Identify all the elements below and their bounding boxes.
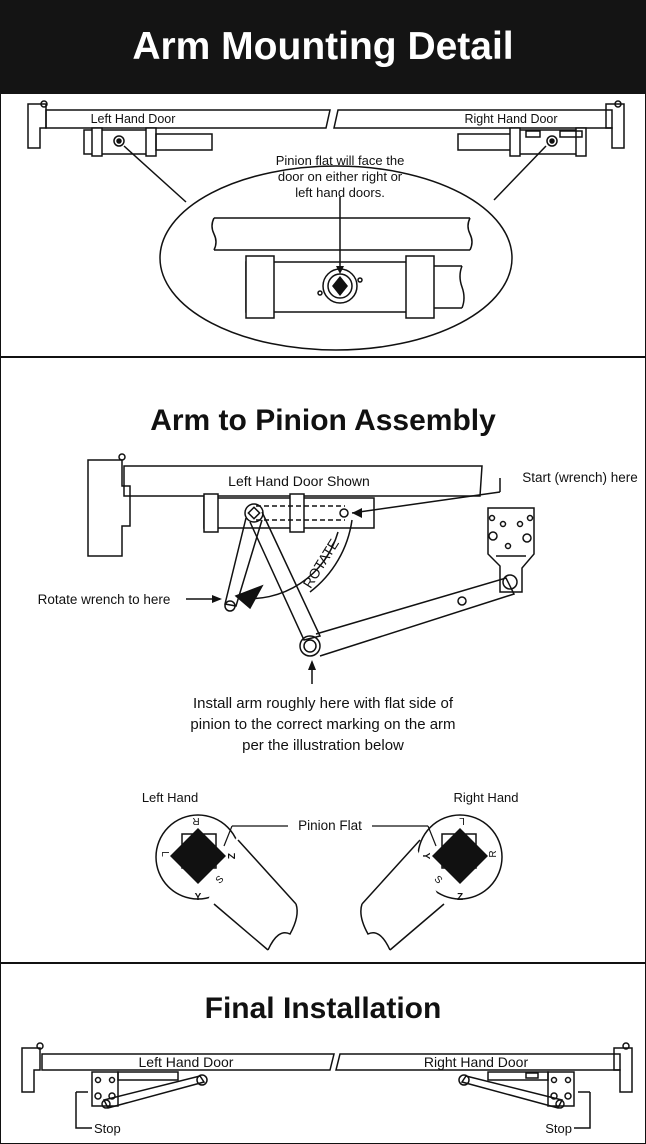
install-note-line-2: pinion to the correct marking on the arm [190, 716, 455, 733]
left-pinion-flat-icon [170, 828, 226, 884]
left-mark-z: Z [227, 853, 238, 859]
callout-note-line-1: Pinion flat will face the [276, 153, 405, 168]
right-frame-jamb [605, 103, 625, 149]
left-hinge-pin [40, 100, 48, 108]
rotate-wrench [224, 517, 263, 607]
main-arm [249, 511, 322, 641]
right-door-label: Right Hand Door [464, 112, 557, 126]
install-note-line-1: Install arm roughly here with flat side … [193, 695, 454, 712]
left-door-label: Left Hand Door [91, 112, 176, 126]
left-hand-arm-detail [155, 814, 300, 951]
final-right-door-label: Right Hand Door [424, 1054, 529, 1070]
final-title: Final Installation [204, 992, 442, 1025]
forearm [315, 577, 516, 657]
left-door-slab [45, 109, 331, 129]
left-mark-l: L [159, 851, 170, 857]
left-mark-y: Y [195, 892, 202, 903]
left-hand-label: Left Hand [142, 790, 198, 805]
rotate-note: Rotate wrench to here [38, 592, 171, 607]
callout-line-right [493, 145, 547, 201]
left-closer-cylinder [155, 133, 213, 151]
callout-note-line-3: left hand doors. [295, 185, 385, 200]
arm-elbow-joint [299, 635, 321, 657]
right-mark-r: R [488, 850, 499, 857]
right-mark-z: Z [457, 892, 463, 903]
left-pinion [113, 135, 125, 147]
left-frame-jamb [27, 103, 47, 149]
assembly-frame-jamb [87, 459, 131, 557]
right-mark-y: Y [420, 853, 431, 860]
detail-ellipse [159, 165, 513, 351]
section-divider-1 [0, 356, 646, 358]
stop-left-leader [75, 1091, 92, 1129]
callout-note-line-2: door on either right or [278, 169, 403, 184]
install-note-line-3: per the illustration below [242, 737, 404, 754]
right-pinion-flat-icon [432, 828, 488, 884]
shoe-bracket [487, 507, 535, 593]
page-title: Arm Mounting Detail [0, 0, 646, 94]
final-left-door-label: Left Hand Door [139, 1054, 234, 1070]
stop-right-leader [574, 1091, 591, 1129]
stop-right-label: Stop [545, 1121, 572, 1136]
final-left-arm [102, 1075, 206, 1109]
assembly-start-pinion [339, 508, 349, 518]
right-mark-l: L [459, 815, 465, 826]
final-left-shoe [91, 1071, 119, 1107]
left-mark-r: R [192, 815, 199, 826]
pinion-flat-icon [332, 276, 348, 296]
assembly-door-label: Left Hand Door Shown [228, 473, 370, 489]
final-left-door [41, 1053, 335, 1071]
callout-line-left [123, 145, 187, 203]
right-hand-label: Right Hand [453, 790, 518, 805]
pinion-flat-label: Pinion Flat [298, 818, 362, 833]
right-hand-arm-detail [348, 814, 503, 951]
stop-left-label: Stop [94, 1121, 121, 1136]
start-note: Start (wrench) here [522, 470, 638, 485]
right-hinge-pin [614, 100, 622, 108]
final-right-shoe [547, 1071, 575, 1107]
right-pinion [546, 135, 558, 147]
section-divider-2 [0, 962, 646, 964]
final-right-arm [460, 1075, 564, 1109]
assembly-door-slab [123, 465, 483, 497]
assembly-title: Arm to Pinion Assembly [150, 404, 496, 437]
